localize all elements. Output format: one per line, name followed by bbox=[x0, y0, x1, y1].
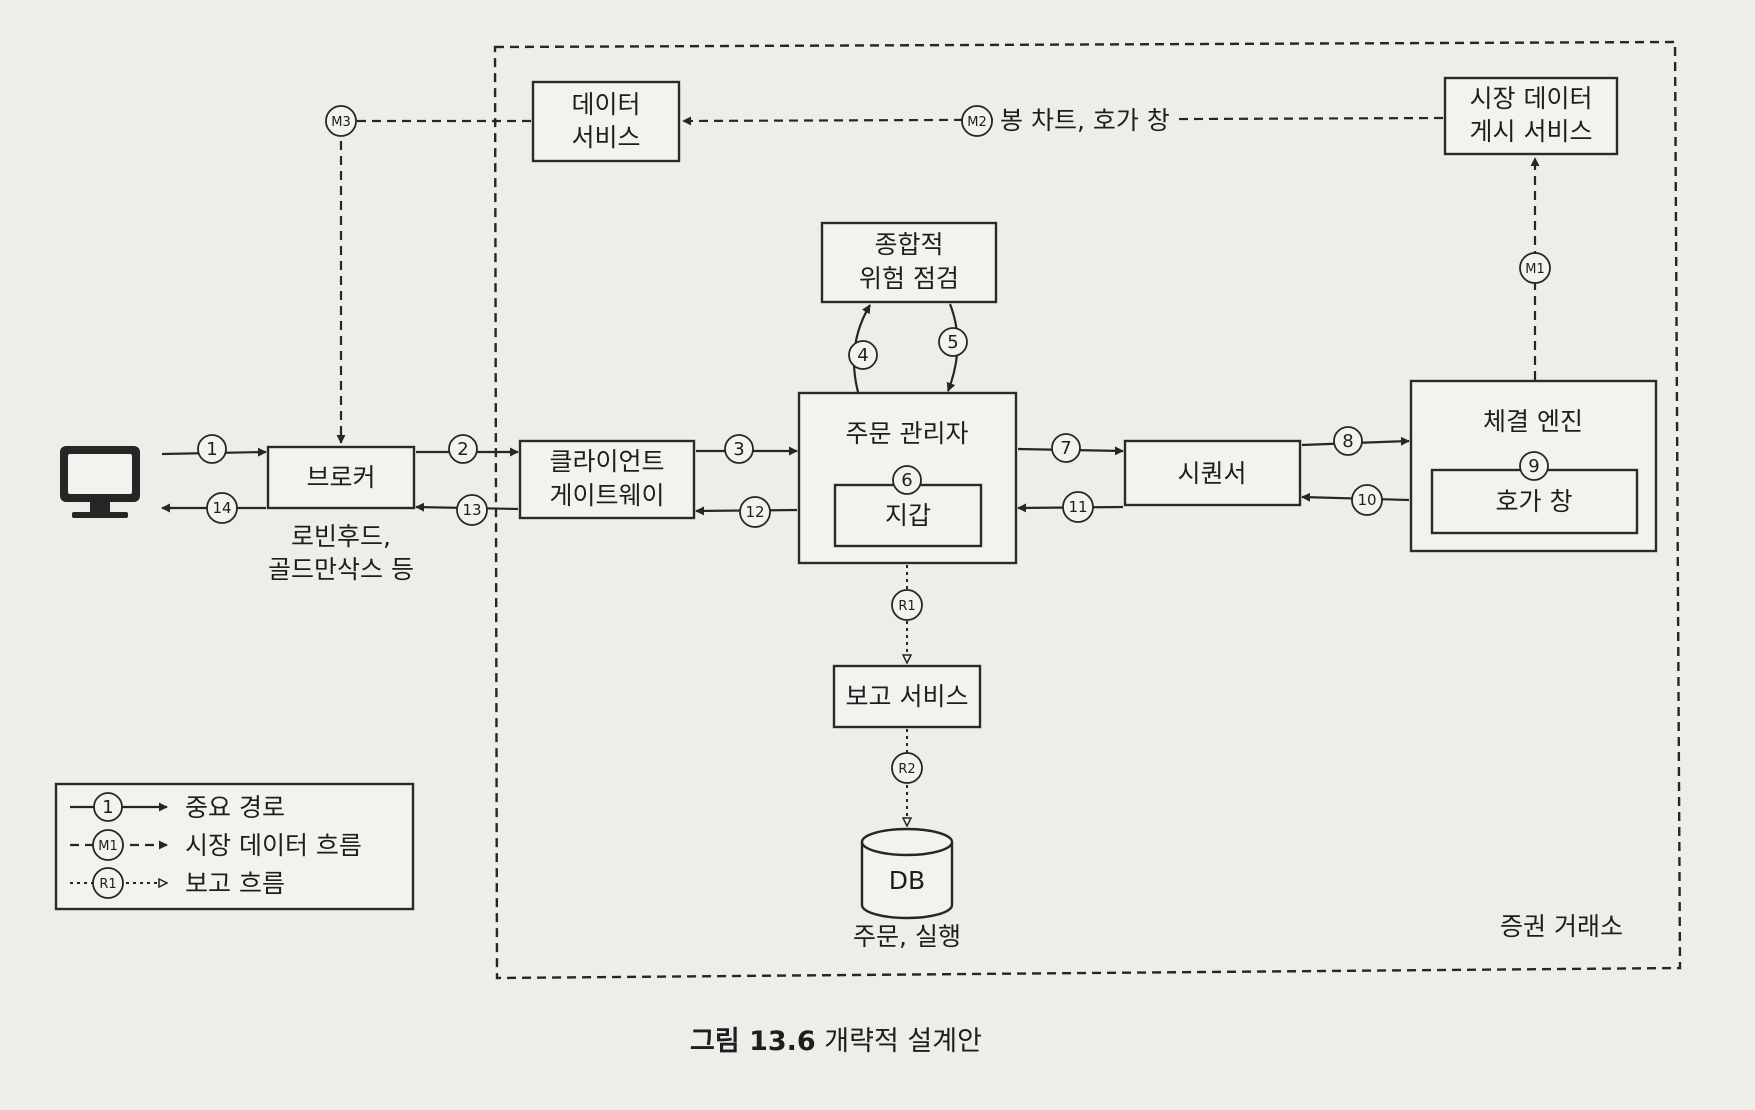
broker-examples-1: 로빈후드, bbox=[291, 522, 391, 551]
svg-text:13: 13 bbox=[462, 501, 481, 519]
svg-text:1: 1 bbox=[206, 439, 217, 460]
client-gateway-label-1: 클라이언트 bbox=[549, 447, 664, 476]
sequencer-node: 시퀀서 bbox=[1123, 439, 1302, 507]
svg-text:14: 14 bbox=[212, 499, 231, 517]
step-12-marker: 12 bbox=[739, 496, 771, 528]
step-2-marker: 2 bbox=[448, 434, 478, 464]
r2-marker: R2 bbox=[891, 752, 923, 784]
db-caption: 주문, 실행 bbox=[853, 922, 961, 951]
legend: 1 중요 경로 M1 시장 데이터 흐름 R1 보고 흐름 bbox=[54, 782, 415, 911]
market-publisher-label-2: 게시 서비스 bbox=[1470, 117, 1593, 146]
risk-check-label-2: 위험 점검 bbox=[859, 264, 959, 293]
legend-critical-sample: 1 bbox=[102, 797, 113, 818]
order-manager-label: 주문 관리자 bbox=[846, 419, 969, 448]
figure-number: 그림 13.6 bbox=[690, 1026, 816, 1057]
data-service-node: 데이터 서비스 bbox=[531, 80, 681, 163]
matching-engine-label: 체결 엔진 bbox=[1483, 407, 1583, 436]
computer-icon bbox=[60, 446, 140, 518]
risk-check-label-1: 종합적 bbox=[874, 230, 943, 259]
order-manager-node: 주문 관리자 지갑 bbox=[797, 391, 1018, 565]
market-publisher-label-1: 시장 데이터 bbox=[1470, 84, 1593, 113]
svg-text:2: 2 bbox=[457, 439, 468, 460]
wallet-label: 지갑 bbox=[885, 501, 931, 530]
wallet-node bbox=[833, 483, 983, 548]
legend-report-sample: R1 bbox=[99, 877, 116, 892]
svg-text:R1: R1 bbox=[898, 599, 915, 614]
broker-label: 브로커 bbox=[306, 463, 375, 492]
m2-label-bg bbox=[996, 100, 1178, 136]
step-6-marker: 6 bbox=[892, 465, 922, 495]
database-node: DB bbox=[860, 827, 954, 920]
svg-text:5: 5 bbox=[947, 332, 958, 353]
step-5-marker: 5 bbox=[938, 327, 968, 357]
legend-report-label: 보고 흐름 bbox=[185, 869, 285, 898]
step-10-marker: 10 bbox=[1351, 484, 1383, 516]
legend-critical-label: 중요 경로 bbox=[185, 793, 285, 822]
legend-market-sample: M1 bbox=[98, 839, 118, 854]
svg-text:7: 7 bbox=[1060, 438, 1071, 459]
edge-m3 bbox=[336, 119, 531, 444]
step-8-marker: 8 bbox=[1333, 426, 1363, 456]
step-7-marker: 7 bbox=[1051, 433, 1081, 463]
figure-title: 개략적 설계안 bbox=[824, 1026, 982, 1057]
svg-text:8: 8 bbox=[1342, 431, 1353, 452]
step-9-marker: 9 bbox=[1519, 451, 1549, 481]
exchange-boundary bbox=[493, 40, 1682, 980]
client-gateway-label-2: 게이트웨이 bbox=[549, 481, 664, 510]
m2-label: 봉 차트, 호가 창 bbox=[1000, 106, 1170, 135]
broker-examples-2: 골드만삭스 등 bbox=[268, 555, 414, 584]
sequencer-label: 시퀀서 bbox=[1177, 459, 1246, 488]
m2-marker: M2 bbox=[961, 105, 993, 137]
svg-text:6: 6 bbox=[901, 470, 912, 491]
svg-text:R2: R2 bbox=[898, 762, 915, 777]
svg-text:10: 10 bbox=[1357, 491, 1376, 509]
step-4-marker: 4 bbox=[848, 340, 878, 370]
data-service-label-1: 데이터 bbox=[571, 90, 640, 119]
exchange-label: 증권 거래소 bbox=[1500, 912, 1623, 941]
step-13-marker: 13 bbox=[456, 494, 488, 526]
order-book-label: 호가 창 bbox=[1496, 487, 1573, 516]
legend-market-label: 시장 데이터 흐름 bbox=[185, 831, 362, 860]
client-gateway-node: 클라이언트 게이트웨이 bbox=[518, 439, 696, 520]
market-data-publisher-node: 시장 데이터 게시 서비스 bbox=[1443, 76, 1619, 156]
svg-text:M1: M1 bbox=[1525, 262, 1545, 277]
m1-marker: M1 bbox=[1519, 252, 1551, 284]
broker-node: 브로커 bbox=[266, 445, 416, 510]
svg-text:12: 12 bbox=[745, 503, 764, 521]
step-14-marker: 14 bbox=[206, 492, 238, 524]
svg-text:M2: M2 bbox=[967, 115, 987, 130]
svg-text:M3: M3 bbox=[331, 115, 351, 130]
m3-marker: M3 bbox=[325, 105, 357, 137]
svg-text:11: 11 bbox=[1068, 498, 1087, 516]
reporting-service-label: 보고 서비스 bbox=[846, 682, 969, 711]
figure-caption: 그림 13.6 개략적 설계안 bbox=[690, 1026, 982, 1057]
reporting-service-node: 보고 서비스 bbox=[832, 664, 982, 729]
svg-text:9: 9 bbox=[1528, 456, 1539, 477]
step-11-marker: 11 bbox=[1062, 491, 1094, 523]
svg-text:3: 3 bbox=[733, 439, 744, 460]
step-1-marker: 1 bbox=[197, 434, 227, 464]
r1-marker: R1 bbox=[891, 589, 923, 621]
svg-text:4: 4 bbox=[857, 345, 868, 366]
db-label: DB bbox=[889, 866, 925, 895]
data-service-label-2: 서비스 bbox=[571, 123, 640, 152]
risk-check-node: 종합적 위험 점검 bbox=[820, 221, 998, 304]
step-3-marker: 3 bbox=[724, 434, 754, 464]
